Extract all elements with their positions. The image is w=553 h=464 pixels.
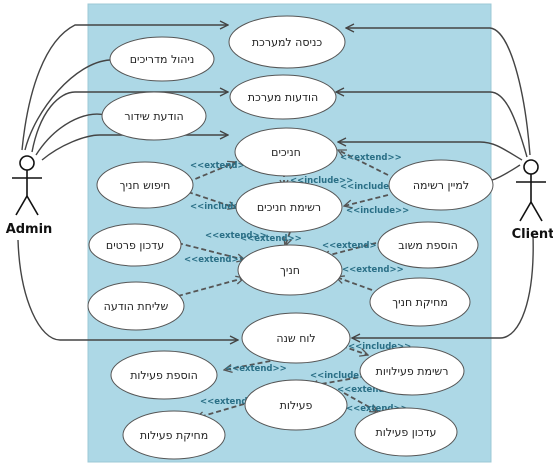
actor-head-icon <box>523 159 539 175</box>
use-case-activities: פעילות <box>244 379 348 431</box>
use-case-label: שליחת הודעה <box>104 300 169 313</box>
relation-label: <<include>> <box>310 371 373 381</box>
use-case-delete-trainee: מחיקת חניך <box>369 277 471 327</box>
relation-label: <<extend>> <box>225 364 287 374</box>
relation-label: <<extend>> <box>342 265 404 275</box>
use-case-label: פעילות <box>280 399 313 412</box>
use-case-label: מחיקת פעילות <box>140 429 208 442</box>
use-case-trainees: חניכים <box>234 127 338 177</box>
relation-labels: <<extend>> <<include>> <<include>> <<ext… <box>184 153 411 414</box>
use-case-update-activity: עדכון פעילות <box>354 407 458 457</box>
actor-label: Admin <box>6 222 53 237</box>
relation-label: <<include>> <box>346 206 409 216</box>
relation-label: <<include>> <box>290 176 353 186</box>
use-case-label: רשימת חניכים <box>257 201 321 214</box>
actor-client: Client <box>512 159 553 242</box>
use-cases: כניסה למערכת ניהול מדריכים הודעות מערכת … <box>87 15 494 460</box>
use-case-yearly-board: לוח שנה <box>241 312 351 364</box>
use-case-label: הודעת שידור <box>124 110 183 123</box>
relation-label: <<extend>> <box>346 404 408 414</box>
use-case-sort-list: למיין רשימה <box>388 159 494 211</box>
relation-label: <<extend>> <box>340 153 402 163</box>
use-case-label: למיין רשימה <box>413 179 469 192</box>
actor-head-icon <box>19 155 35 171</box>
use-case-label: חניך <box>280 264 300 277</box>
relation-label: <<extend>> <box>190 161 252 171</box>
use-case-trainee-list: רשימת חניכים <box>235 181 343 233</box>
use-case-activity-list: רשימת פעילויות <box>359 346 465 396</box>
relation-label: <<include>> <box>340 182 403 192</box>
relation-label: <<extend>> <box>184 255 246 265</box>
use-case-label: הוספת משוב <box>398 239 458 252</box>
use-case-trainee: חניך <box>237 244 343 296</box>
client-associations <box>336 28 534 338</box>
use-case-label: לוח שנה <box>276 332 315 345</box>
use-case-label: ניהול מדריכים <box>130 53 195 66</box>
use-case-label: עדכון פרטים <box>106 239 164 252</box>
relation-label: <<extend>> <box>240 234 302 244</box>
relation-label: <<include>> <box>190 202 253 212</box>
use-case-broadcast-message: הודעת שידור <box>101 91 207 141</box>
use-case-send-message: שליחת הודעה <box>87 281 185 331</box>
relation-label: <<extend>> <box>322 241 384 251</box>
use-case-label: מחיקת חניך <box>392 296 448 309</box>
admin-associations <box>17 25 238 340</box>
relation-label: <<extend>> <box>200 397 262 407</box>
use-case-label: עדכון פעילות <box>376 426 437 439</box>
use-case-label: כניסה למערכת <box>252 36 323 49</box>
actor-label: Client <box>512 227 553 242</box>
use-case-label: הוספת פעילות <box>130 369 198 382</box>
use-case-system-messages: הודעות מערכת <box>229 74 337 120</box>
use-case-label: חניכים <box>271 146 301 159</box>
use-case-add-feedback: הוספת משוב <box>377 221 479 269</box>
use-case-update-details: עדכון פרטים <box>88 223 182 267</box>
use-case-add-activity: הוספת פעילות <box>110 350 218 400</box>
use-case-login: כניסה למערכת <box>228 15 346 69</box>
relation-label: <<include>> <box>348 342 411 352</box>
relation-label: <<extend>> <box>205 231 267 241</box>
relation-label: <<extend>> <box>337 385 399 395</box>
use-case-manage-guides: ניהול מדריכים <box>109 36 215 82</box>
actor-admin: Admin <box>6 155 53 237</box>
use-case-label: רשימת פעילויות <box>376 365 449 378</box>
use-case-label: חיפוש חניך <box>120 179 171 192</box>
use-case-label: הודעות מערכת <box>248 91 318 104</box>
use-case-delete-activity: מחיקת פעילות <box>122 410 226 460</box>
use-case-search-trainee: חיפוש חניך <box>96 161 194 209</box>
